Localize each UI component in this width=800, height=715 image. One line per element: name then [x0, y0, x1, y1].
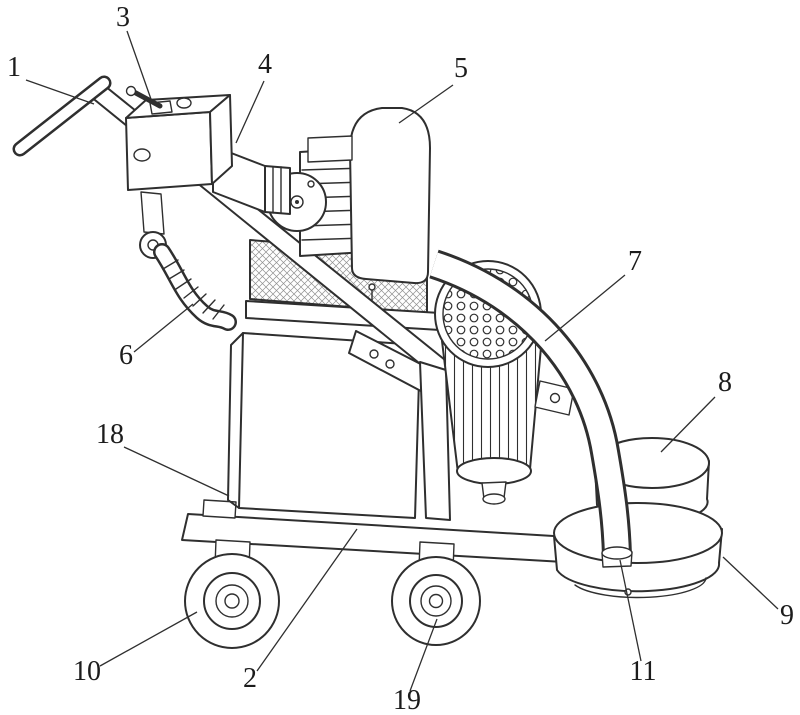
- callout-label-7: 7: [628, 246, 642, 277]
- lever-knob: [125, 85, 137, 97]
- callout-4: 4: [235, 49, 272, 144]
- control-lever: [131, 89, 163, 109]
- vacuum-duct: [429, 249, 633, 568]
- control-box: [125, 85, 233, 191]
- leader-line-8: [660, 396, 716, 453]
- leader-line-7: [544, 274, 626, 342]
- callout-label-11: 11: [630, 656, 657, 687]
- callout-7: 7: [544, 246, 642, 342]
- leader-line-10: [99, 611, 198, 667]
- box-knob: [176, 97, 192, 109]
- callout-10: 10: [73, 611, 198, 687]
- fin-body: [442, 336, 542, 473]
- callout-label-2: 2: [243, 663, 257, 694]
- callout-label-4: 4: [258, 49, 272, 80]
- leader-line-3: [126, 30, 153, 103]
- grinding-head-lower: [553, 502, 723, 599]
- dust-hose: [139, 191, 237, 331]
- callout-3: 3: [116, 2, 153, 103]
- callout-8: 8: [660, 367, 732, 453]
- callout-label-6: 6: [119, 340, 133, 371]
- callout-label-9: 9: [780, 600, 794, 631]
- callout-19: 19: [393, 618, 438, 715]
- callout-label-18: 18: [96, 419, 124, 450]
- callout-11: 11: [619, 559, 657, 687]
- leader-line-1: [25, 79, 95, 105]
- leader-line-18: [123, 446, 230, 497]
- motor-terminal-block: [307, 135, 353, 163]
- callout-label-5: 5: [454, 53, 468, 84]
- callouts: 1 3 4 5 6 7 8 9: [7, 2, 794, 715]
- mount-bolt: [368, 283, 376, 291]
- box-cap: [133, 148, 151, 162]
- leader-line-19: [409, 618, 438, 692]
- base-tab: [202, 499, 237, 519]
- leader-line-11: [619, 559, 642, 662]
- hose-stub: [140, 191, 165, 235]
- hose-ribs: [162, 259, 225, 320]
- leader-line-5: [398, 84, 454, 124]
- handle-post: [419, 361, 451, 521]
- callout-2: 2: [243, 528, 358, 694]
- front-wheel: [184, 553, 280, 649]
- callout-5: 5: [398, 53, 468, 124]
- callout-label-19: 19: [393, 685, 421, 715]
- leader-line-9: [722, 556, 779, 610]
- callout-1: 1: [7, 52, 95, 105]
- leader-line-4: [235, 80, 265, 144]
- callout-label-3: 3: [116, 2, 130, 33]
- callout-label-8: 8: [718, 367, 732, 398]
- belt-guard: [307, 107, 431, 285]
- callout-18: 18: [96, 419, 230, 497]
- leader-line-2: [256, 528, 358, 672]
- leader-line-6: [133, 303, 194, 353]
- callout-6: 6: [119, 303, 194, 371]
- callout-label-10: 10: [73, 656, 101, 687]
- callout-9: 9: [722, 556, 794, 631]
- callout-label-1: 1: [7, 52, 21, 83]
- rear-wheel: [391, 556, 481, 646]
